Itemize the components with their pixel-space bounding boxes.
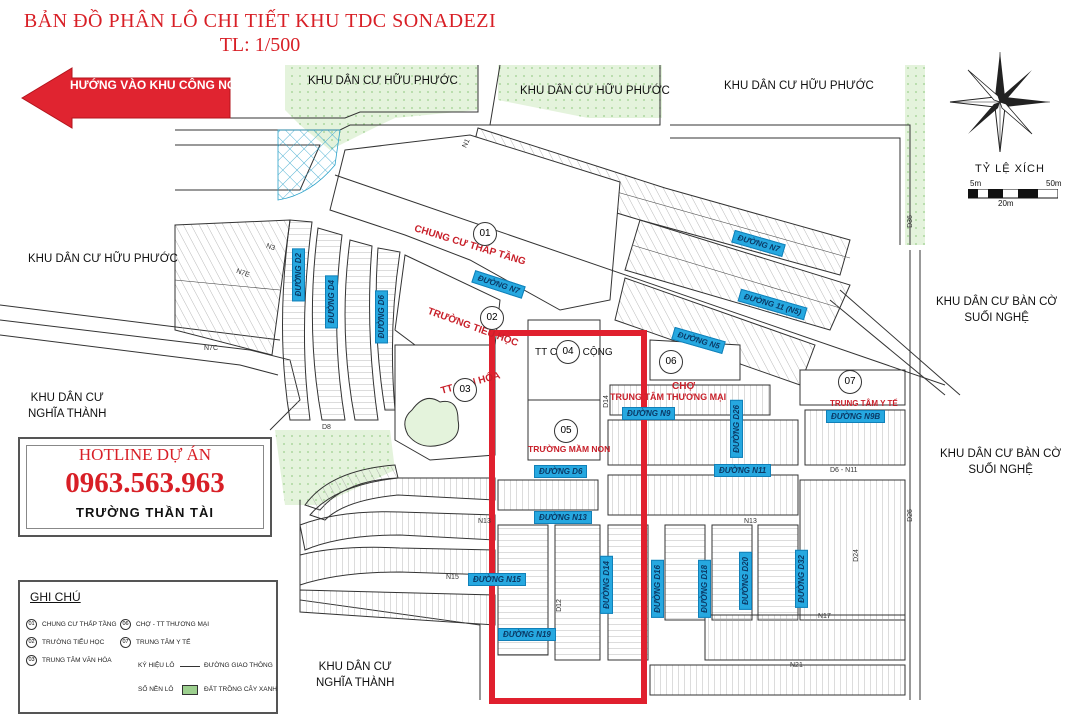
direction-arrow: HƯỚNG VÀO KHU CÔNG NGHIỆP (22, 68, 264, 128)
arrow-shape (21, 67, 231, 129)
road-code-n21: N21 (790, 662, 803, 669)
area-ban-co-2: KHU DÂN CƯ BÀN CỜ SUỐI NGHỆ (940, 448, 1062, 476)
green-area-left (275, 430, 395, 505)
map-scale-ratio: TL: 1/500 (219, 34, 301, 56)
road-tag-n15: ĐƯỜNG N15 (468, 573, 526, 586)
area-huu-phuoc-3: KHU DÂN CƯ HỮU PHƯỚC (724, 80, 874, 92)
zone-04: 04 (556, 340, 580, 364)
road-tag-d16: ĐƯỜNG D16 (651, 560, 664, 618)
compass-rose-icon (949, 52, 1050, 153)
arrow-label: HƯỚNG VÀO KHU CÔNG NGHIỆP (70, 78, 265, 92)
scale-tick-20: 20m (998, 199, 1014, 208)
road-tag-d26: ĐƯỜNG D26 (730, 400, 743, 458)
legend-num-03: 03 (26, 655, 37, 666)
road-tag-d6: ĐƯỜNG D6 (534, 465, 588, 478)
zone-05: 05 (554, 419, 578, 443)
legend-title: GHI CHÚ (30, 590, 81, 604)
legend-item-03: TRUNG TÂM VĂN HÓA (42, 657, 112, 664)
green-area-top-mid (498, 65, 662, 118)
zone-06: 06 (659, 350, 683, 374)
area-huu-phuoc-2: KHU DÂN CƯ HỮU PHƯỚC (520, 85, 670, 97)
label-tt-thuong-mai: TRUNG TÂM THƯƠNG MẠI (610, 392, 727, 402)
road-tag-d14: ĐƯỜNG D14 (600, 556, 613, 614)
road-code-n7c: N7C (204, 345, 219, 352)
legend-ky-hieu-lo: KÝ HIỆU LÔ (138, 662, 175, 669)
lot-bands-west (174, 219, 401, 421)
road-code-d6-n11: D6 - N11 (830, 467, 858, 474)
hotline-phone[interactable]: 0963.563.963 (65, 467, 225, 499)
label-cho: CHỢ (672, 381, 695, 392)
road-code-d24: D24 (852, 549, 860, 562)
label-trung-tam-y-te: TRUNG TÂM Y TẾ (830, 399, 898, 408)
road-code-d26: D26 (906, 509, 914, 522)
legend-green-swatch (182, 685, 198, 695)
scale-title: TỶ LỆ XÍCH (975, 163, 1045, 175)
plot-chung-cu (329, 134, 621, 311)
road-tag-n9: ĐƯỜNG N9 (622, 407, 676, 420)
legend-num-01: 01 (26, 619, 37, 630)
road-tag-d6-vertical: ĐƯỜNG D6 (375, 290, 388, 344)
road-tag-n19: ĐƯỜNG N19 (498, 628, 556, 641)
legend-duong-giao-thong: ĐƯỜNG GIAO THÔNG (204, 662, 273, 669)
hotline-inner-frame (26, 445, 264, 529)
hotline-title: HOTLINE DỰ ÁN (78, 445, 212, 464)
zone-07: 07 (838, 370, 862, 394)
road-code-d36: D36 (906, 215, 914, 228)
legend-num-06: 06 (120, 619, 131, 630)
road-code-n13b: N13 (744, 518, 757, 525)
road-tag-d2: ĐƯỜNG D2 (292, 248, 305, 302)
road-code-n13: N13 (478, 518, 491, 525)
area-huu-phuoc-1: KHU DÂN CƯ HỮU PHƯỚC (308, 75, 458, 87)
park-grid (277, 129, 341, 201)
area-ban-co-1: KHU DÂN CƯ BÀN CỜ SUỐI NGHỆ (936, 296, 1058, 324)
hotline-name: TRƯỜNG THẦN TÀI (76, 505, 214, 520)
road-tag-n11: ĐƯỜNG N11 (714, 464, 772, 477)
zone-02: 02 (480, 306, 504, 330)
lot-blocks-south (497, 384, 906, 696)
legend-item-02: TRƯỜNG TIỂU HỌC (42, 639, 105, 646)
park-blob (404, 397, 460, 447)
scale-tick-50: 50m (1046, 179, 1062, 188)
road-tag-d4: ĐƯỜNG D4 (325, 275, 338, 329)
label-truong-mam-non: TRƯỜNG MẦM NON (528, 444, 611, 454)
road-tag-n13: ĐƯỜNG N13 (534, 511, 592, 524)
legend-item-07: TRUNG TÂM Y TẾ (136, 639, 191, 646)
road-tag-d20: ĐƯỜNG D20 (739, 552, 752, 610)
road-tag-n9b: ĐƯỜNG N9B (826, 410, 886, 423)
zone-01: 01 (473, 222, 497, 246)
legend-so-nen-lo: SỐ NỀN LÔ (138, 686, 174, 693)
green-area-top-left (285, 65, 478, 150)
legend-num-02: 02 (26, 637, 37, 648)
highlight-frame (489, 330, 647, 704)
road-code-n17: N17 (818, 613, 831, 620)
road-code-n15: N15 (446, 574, 459, 581)
road-code-d8: D8 (322, 424, 331, 431)
road-code-d12: D12 (555, 599, 563, 612)
legend-item-01: CHUNG CƯ THẤP TẦNG (42, 621, 117, 628)
legend-road-swatch (180, 666, 200, 667)
scale-tick-5: 5m (970, 179, 982, 188)
area-huu-phuoc-4: KHU DÂN CƯ HỮU PHƯỚC (28, 253, 178, 265)
lot-arcs-south (299, 464, 496, 626)
zone-03: 03 (453, 378, 477, 402)
hotline-box: HOTLINE DỰ ÁN 0963.563.963 TRƯỜNG THẦN T… (18, 437, 272, 537)
legend-num-07: 07 (120, 637, 131, 648)
road-tag-d32: ĐƯỜNG D32 (795, 550, 808, 608)
legend-dat-trong-cay-xanh: ĐẤT TRỒNG CÂY XANH (204, 686, 277, 693)
road-code-d14: D14 (602, 395, 610, 408)
road-tag-d18: ĐƯỜNG D18 (698, 560, 711, 618)
area-nghia-thanh-1: KHU DÂN CƯ NGHĨA THÀNH (28, 392, 107, 420)
legend-box: GHI CHÚ 01 CHUNG CƯ THẤP TẦNG 02 TRƯỜNG … (18, 580, 278, 714)
scale-bar (968, 189, 1058, 199)
legend-item-06: CHỢ - TT THƯƠNG MẠI (136, 621, 210, 628)
map-title: BẢN ĐỒ PHÂN LÔ CHI TIẾT KHU TDC SONADEZI (23, 10, 497, 32)
area-nghia-thanh-2: KHU DÂN CƯ NGHĨA THÀNH (316, 661, 395, 689)
